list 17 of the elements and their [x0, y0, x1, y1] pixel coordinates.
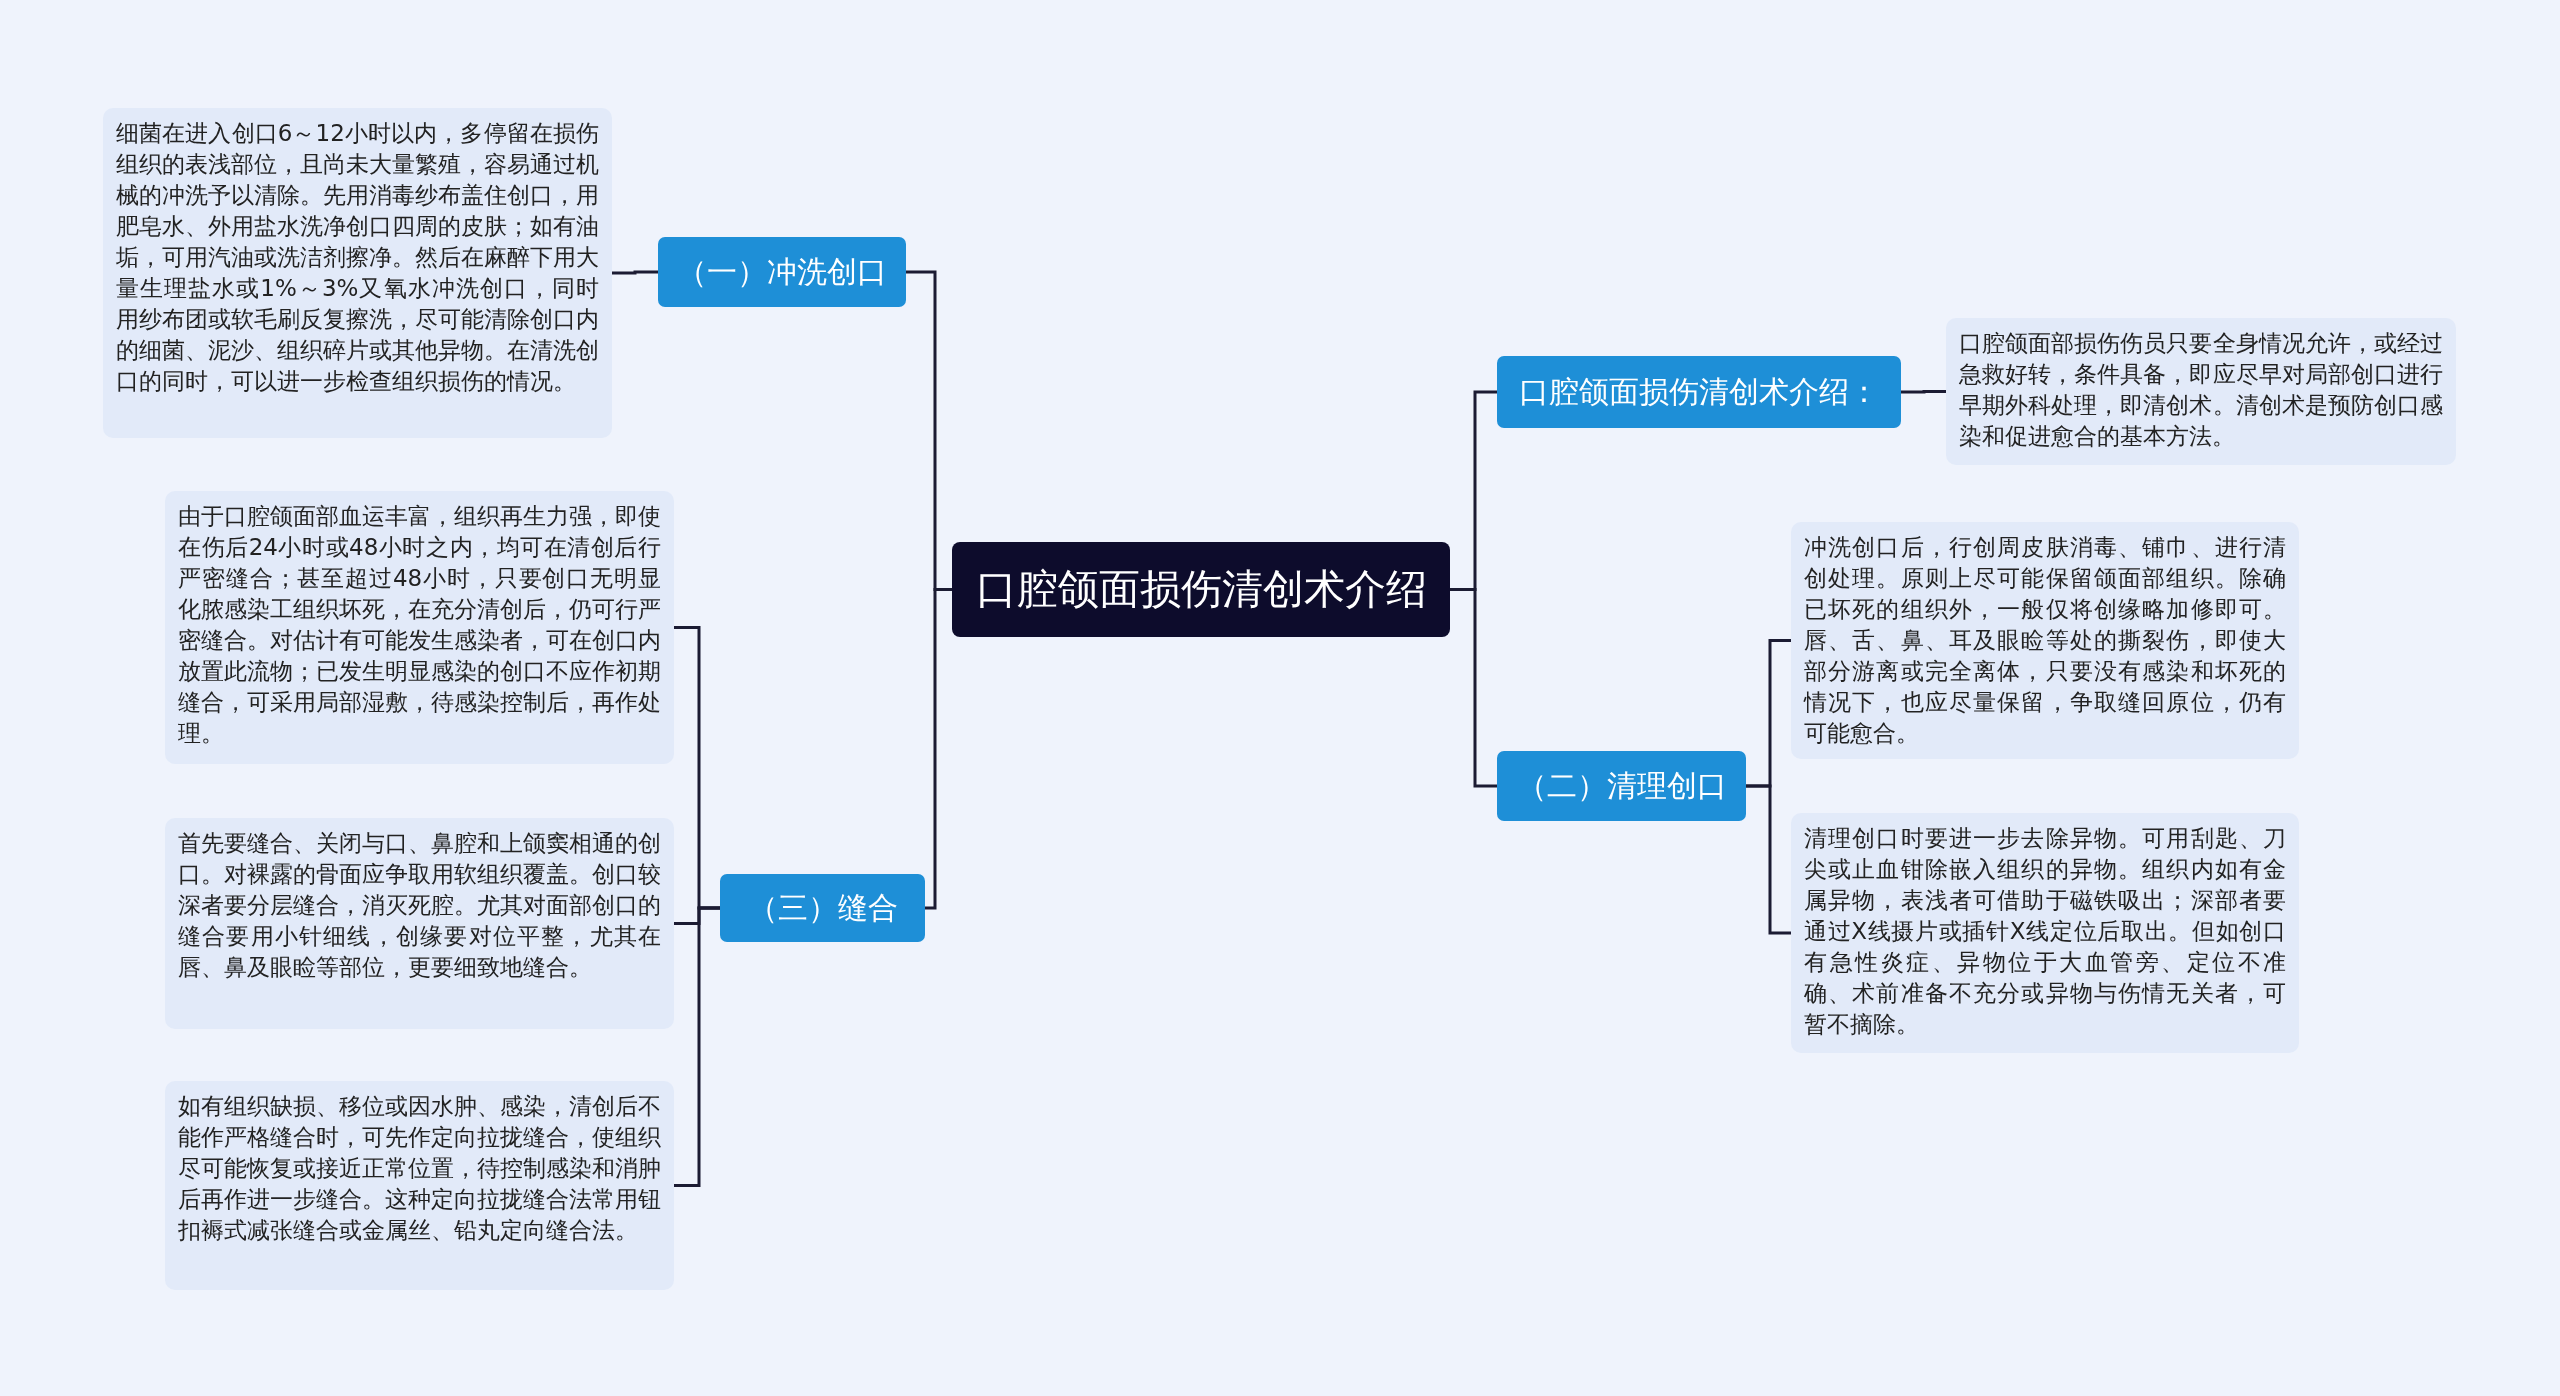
central-topic: 口腔颌面损伤清创术介绍: [952, 542, 1450, 637]
note-card: 口腔颌面部损伤伤员只要全身情况允许，或经过急救好转，条件具备，即应尽早对局部创口进行早期外科处理，即清创术。清创术是预防创口感染和促进愈合的基本方法。: [1946, 318, 2456, 465]
topic-box: （二）清理创口: [1497, 751, 1746, 821]
connector-line: [1901, 390, 1946, 394]
topic-box: （一）冲洗创口: [658, 237, 906, 307]
connector-line: [612, 270, 658, 275]
note-card: 如有组织缺损、移位或因水肿、感染，清创后不能作严格缝合时，可先作定向拉拢缝合，使组织尽可能恢复或接近正常位置，待控制感染和消肿后再作进一步缝合。这种定向拉拢缝合法常用钮扣褥式减张缝合或金属丝、铅丸定向缝合法。: [165, 1081, 674, 1290]
topic-box: 口腔颌面损伤清创术介绍：: [1497, 356, 1901, 428]
note-card: 首先要缝合、关闭与口、鼻腔和上颌窦相通的创口。对裸露的骨面应争取用软组织覆盖。创口较深者要分层缝合，消灭死腔。尤其对面部创口的缝合要用小针细线，创缘要对位平整，尤其在唇、鼻及眼睑等部位，更要细致地缝合。: [165, 818, 674, 1029]
connector-line: [1746, 784, 1791, 935]
note-card: 清理创口时要进一步去除异物。可用刮匙、刀尖或止血钳除嵌入组织的异物。组织内如有金属异物，表浅者可借助于磁铁吸出；深部者要通过X线摄片或插针X线定位后取出。但如创口有急性炎症、异物位于大血管旁、定位不准确、术前准备不充分或异物与伤情无关者，可暂不摘除。: [1791, 813, 2299, 1053]
topic-box: （三）缝合: [720, 874, 925, 942]
note-card: 细菌在进入创口6～12小时以内，多停留在损伤组织的表浅部位，且尚未大量繁殖，容易通过机械的冲洗予以清除。先用消毒纱布盖住创口，用肥皂水、外用盐水洗净创口四周的皮肤；如有油垢，可用汽油或洗洁剂擦净。然后在麻醉下用大量生理盐水或1%～3%又氧水冲洗创口，同时用纱布团或软毛刷反复擦洗，尽可能清除创口内的细菌、泥沙、组织碎片或其他异物。在清洗创口的同时，可以进一步检查组织损伤的情况。: [103, 108, 612, 438]
note-card: 由于口腔颌面部血运丰富，组织再生力强，即使在伤后24小时或48小时之内，均可在清创后行严密缝合；甚至超过48小时，只要创口无明显化脓感染工组织坏死，在充分清创后，仍可行严密缝合。对估计有可能发生感染者，可在创口内放置此流物；已发生明显感染的创口不应作初期缝合，可采用局部湿敷，待感染控制后，再作处理。: [165, 491, 674, 764]
connector-line: [1450, 588, 1497, 788]
note-card: 冲洗创口后，行创周皮肤消毒、铺巾、进行清创处理。原则上尽可能保留颌面部组织。除确已坏死的组织外，一般仅将创缘略加修即可。唇、舌、鼻、耳及眼睑等处的撕裂伤，即使大部分游离或完全离体，只要没有感染和坏死的情况下，也应尽量保留，争取缝回原位，仍有可能愈合。: [1791, 522, 2299, 759]
connector-line: [674, 906, 720, 1187]
